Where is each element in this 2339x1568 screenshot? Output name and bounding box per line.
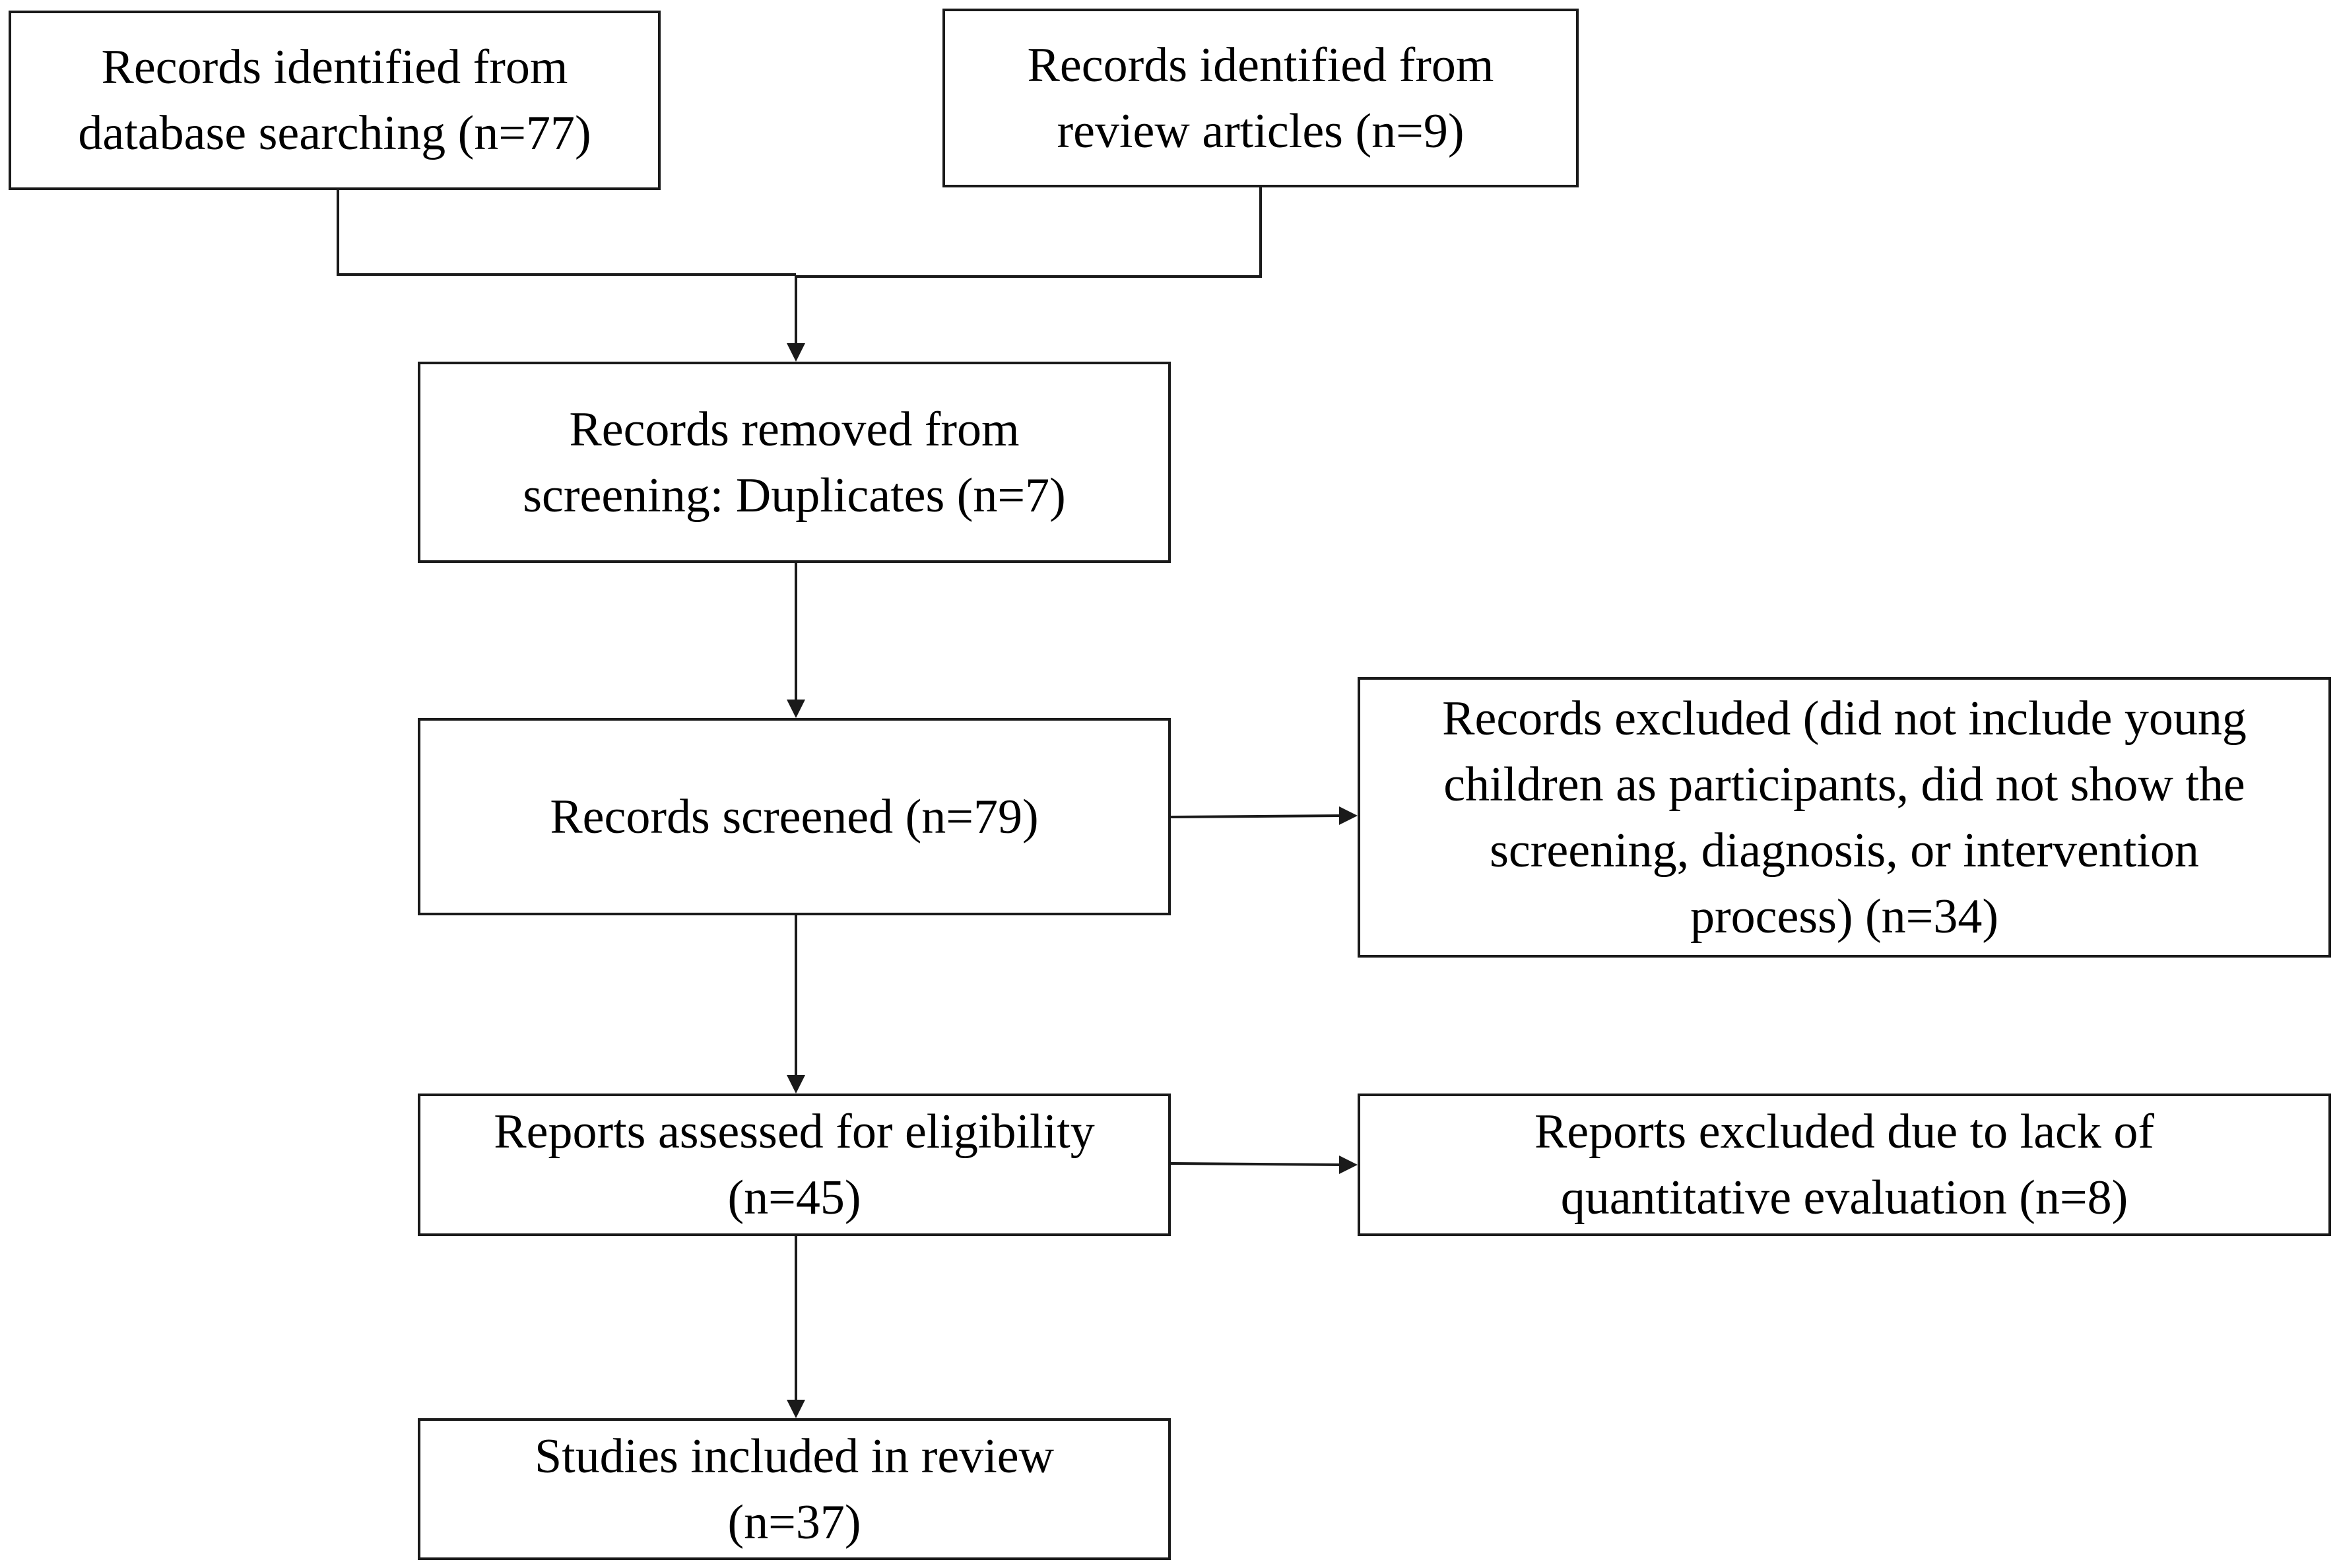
node-text-line: Records removed from <box>569 402 1020 457</box>
node-text-line: (n=37) <box>727 1495 861 1550</box>
node-text-line: Reports assessed for eligibility <box>494 1105 1095 1159</box>
node-text-line: quantitative evaluation (n=8) <box>1560 1171 2128 1225</box>
node-eligibility-assessed: Reports assessed for eligibility (n=45) <box>418 1094 1171 1236</box>
node-text-line: Reports excluded due to lack of <box>1534 1105 2155 1159</box>
edge-rev-to-dup <box>796 187 1262 278</box>
node-records-excluded: Records excluded (did not include young … <box>1358 677 2331 958</box>
arrowhead-elig-to-repexc <box>1339 1156 1358 1174</box>
arrow-scr-to-recexc <box>1170 814 1345 818</box>
node-records-screened: Records screened (n=79) <box>418 718 1171 915</box>
edge-db-to-dup <box>337 190 796 276</box>
node-review-articles: Records identified from review articles … <box>942 9 1579 187</box>
arrowhead-merge-to-dup <box>787 343 805 362</box>
node-text-line: Records identified from <box>101 40 568 94</box>
node-text-line: Records excluded (did not include young <box>1442 691 2247 746</box>
arrow-elig-to-repexc <box>1170 1162 1345 1166</box>
node-duplicates-removed: Records removed from screening: Duplicat… <box>418 362 1171 563</box>
node-text-line: (n=45) <box>727 1171 861 1225</box>
node-text-line: Records identified from <box>1027 38 1494 92</box>
arrowhead-scr-to-recexc <box>1339 806 1358 825</box>
node-reports-excluded: Reports excluded due to lack of quantita… <box>1358 1094 2331 1236</box>
arrowhead-scr-to-elig <box>787 1075 805 1094</box>
node-text-line: process) (n=34) <box>1690 889 1999 944</box>
node-database-searching: Records identified from database searchi… <box>9 11 661 190</box>
arrowhead-dup-to-scr <box>787 700 805 718</box>
node-text-line: review articles (n=9) <box>1057 104 1465 158</box>
node-text-line: screening: Duplicates (n=7) <box>523 468 1066 523</box>
node-text-line: database searching (n=77) <box>78 106 591 160</box>
node-studies-included: Studies included in review (n=37) <box>418 1418 1171 1560</box>
node-text-line: screening, diagnosis, or intervention <box>1490 823 2199 878</box>
arrowhead-elig-to-incl <box>787 1400 805 1418</box>
node-text-line: Studies included in review <box>534 1429 1055 1484</box>
node-text-line: Records screened (n=79) <box>550 789 1039 844</box>
node-text-line: children as participants, did not show t… <box>1443 757 2245 812</box>
